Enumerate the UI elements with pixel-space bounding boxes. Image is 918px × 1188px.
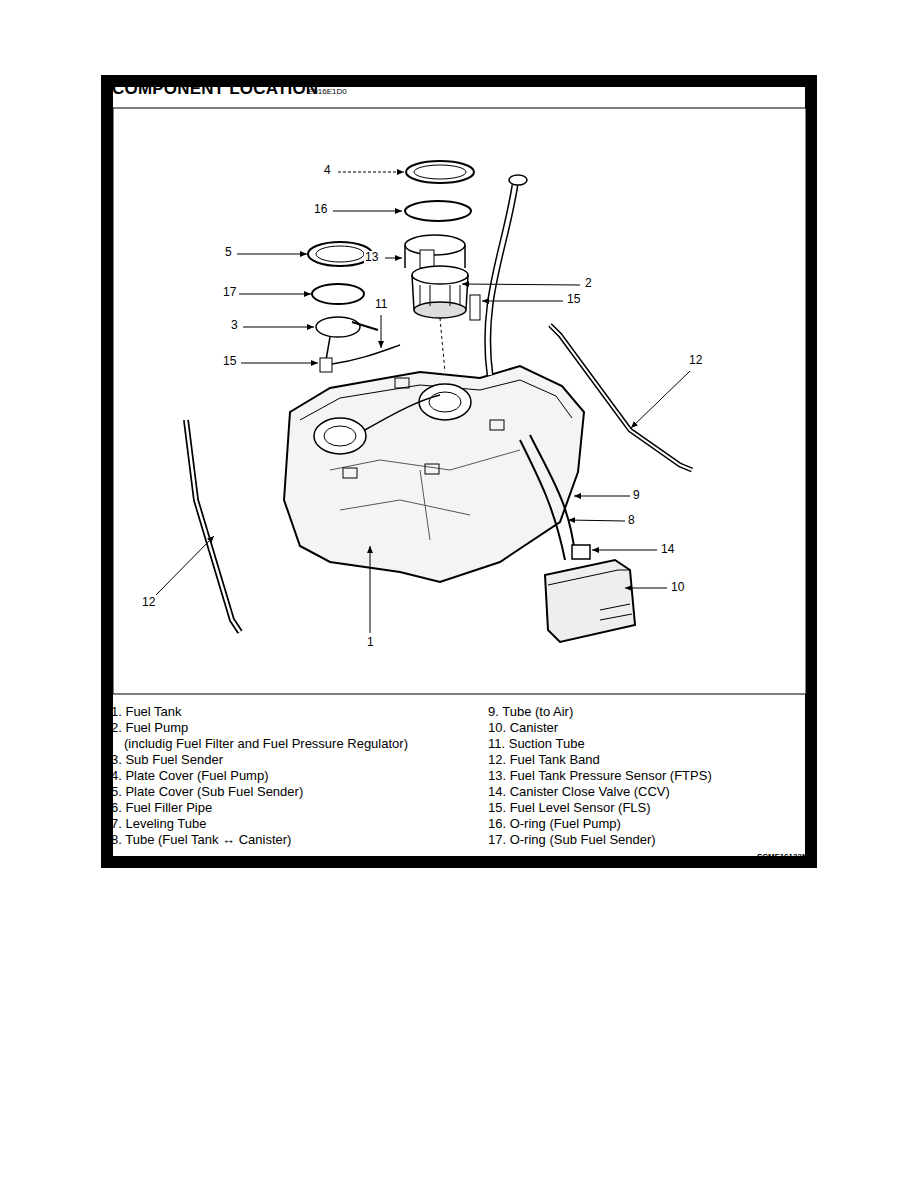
callout-number: 9 <box>632 489 641 503</box>
figure-code: SCMF16132N <box>757 852 808 861</box>
part-list-item: 3. Sub Fuel Sender <box>111 753 223 768</box>
part-list-item: 15. Fuel Level Sensor (FLS) <box>488 801 651 816</box>
callout-number: 5 <box>224 246 233 260</box>
part-list-item: 6. Fuel Filler Pipe <box>111 801 212 816</box>
callout-number: 17 <box>222 286 237 300</box>
part-list-item: 8. Tube (Fuel Tank ↔ Canister) <box>111 833 291 848</box>
part-list-item: 10. Canister <box>488 721 558 736</box>
part-list-item: 12. Fuel Tank Band <box>488 753 600 768</box>
callout-number: 12 <box>688 354 703 368</box>
callout-number: 1 <box>366 636 375 650</box>
callout-number: 10 <box>670 581 685 595</box>
callout-number: 11 <box>374 298 388 312</box>
part-list-item: 7. Leveling Tube <box>111 817 206 832</box>
callout-number: 13 <box>364 251 379 265</box>
part-list-item: 5. Plate Cover (Sub Fuel Sender) <box>111 785 303 800</box>
diagram-title: COMPONENT LOCATION <box>112 79 318 99</box>
callout-number: 4 <box>323 164 332 178</box>
part-list-item: 17. O-ring (Sub Fuel Sender) <box>488 833 656 848</box>
callout-number: 8 <box>627 514 636 528</box>
callout-number: 15 <box>222 355 237 369</box>
part-list-item: 13. Fuel Tank Pressure Sensor (FTPS) <box>488 769 712 784</box>
part-list-item: 4. Plate Cover (Fuel Pump) <box>111 769 269 784</box>
part-list-item: 1. Fuel Tank <box>111 705 182 720</box>
callout-number: 3 <box>230 319 239 333</box>
section-code: E016E1D0 <box>308 87 347 96</box>
callout-number: 16 <box>313 203 328 217</box>
callout-number: 15 <box>566 293 581 307</box>
part-list-item: 16. O-ring (Fuel Pump) <box>488 817 621 832</box>
part-list-item: 14. Canister Close Valve (CCV) <box>488 785 670 800</box>
callout-number: 14 <box>660 543 675 557</box>
part-list-item: (includig Fuel Filter and Fuel Pressure … <box>124 737 408 752</box>
part-list-item: 11. Suction Tube <box>488 737 585 752</box>
part-list-item: 9. Tube (to Air) <box>488 705 573 720</box>
part-list-item: 2. Fuel Pump <box>111 721 188 736</box>
callout-number: 12 <box>141 596 156 610</box>
callout-number: 2 <box>584 277 593 291</box>
